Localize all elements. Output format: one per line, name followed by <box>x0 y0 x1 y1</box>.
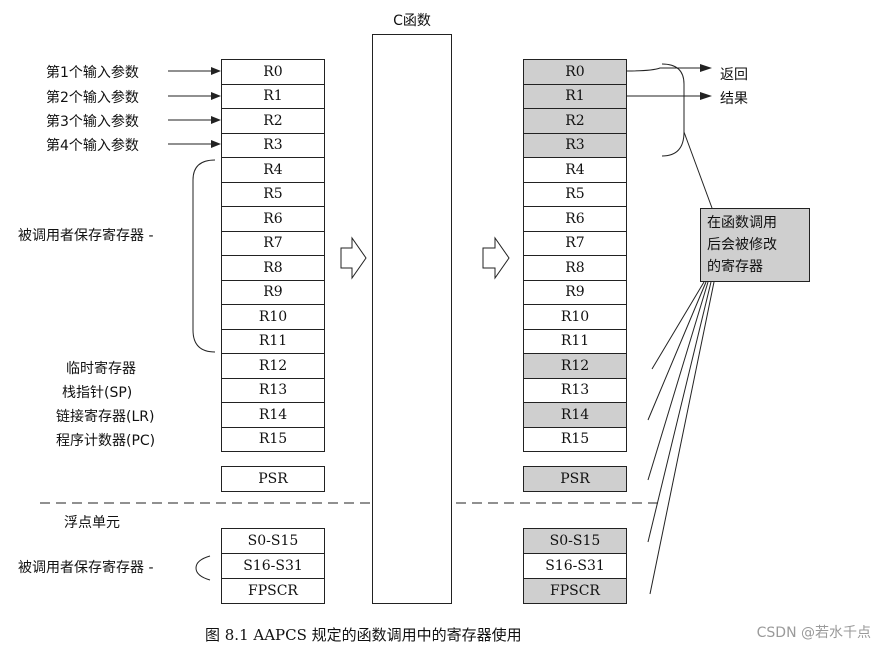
right-register-r2: R2 <box>523 108 627 134</box>
right-register-r9: R9 <box>523 279 627 305</box>
note-pointer-line-brace <box>683 131 713 209</box>
left-register-r15: R15 <box>221 426 325 452</box>
left-register-r1: R1 <box>221 83 325 109</box>
right-fpu-register-0: S0-S15 <box>523 528 627 554</box>
left-fpu-register-0: S0-S15 <box>221 528 325 554</box>
input-param-label-2: 第2个输入参数 <box>46 90 139 106</box>
left-register-r14: R14 <box>221 402 325 428</box>
transfer-arrow-left <box>340 236 367 280</box>
right-register-r14: R14 <box>523 402 627 428</box>
input-param-label-1: 第1个输入参数 <box>46 65 139 81</box>
right-register-r4: R4 <box>523 157 627 183</box>
right-register-r1: R1 <box>523 83 627 109</box>
result-label: 结果 <box>720 91 748 107</box>
right-register-r8: R8 <box>523 255 627 281</box>
left-register-psr: PSR <box>221 466 325 492</box>
fpu-section-label: 浮点单元 <box>64 515 120 531</box>
return-arrow-head-2 <box>700 92 712 100</box>
c-function-title: C函数 <box>393 13 431 29</box>
right-register-r6: R6 <box>523 206 627 232</box>
left-register-r9: R9 <box>221 279 325 305</box>
right-register-r12: R12 <box>523 353 627 379</box>
right-register-psr: PSR <box>523 466 627 492</box>
note-pointer-line-4 <box>647 281 712 543</box>
fpu-callee-saved-label: 被调用者保存寄存器 - <box>18 560 154 576</box>
note-line-2: 后会被修改 <box>707 237 777 253</box>
note-pointer-line-5 <box>649 281 715 595</box>
right-register-r0: R0 <box>523 59 627 85</box>
note-pointer-line-2 <box>647 281 707 421</box>
right-register-r3: R3 <box>523 132 627 158</box>
left-register-r2: R2 <box>221 108 325 134</box>
modified-registers-note: 在函数调用 后会被修改 的寄存器 <box>700 208 810 282</box>
note-line-3: 的寄存器 <box>707 259 763 275</box>
return-label: 返回 <box>720 67 748 83</box>
figure-caption: 图 8.1 AAPCS 规定的函数调用中的寄存器使用 <box>205 626 522 644</box>
special-register-label-2: 栈指针(SP) <box>62 385 133 401</box>
left-register-r12: R12 <box>221 353 325 379</box>
special-register-label-1: 临时寄存器 <box>66 361 136 377</box>
right-fpu-register-2: FPSCR <box>523 578 627 604</box>
c-function-box <box>372 34 452 604</box>
special-register-label-3: 链接寄存器(LR) <box>56 409 155 425</box>
note-pointer-line-3 <box>647 281 709 481</box>
left-register-r3: R3 <box>221 132 325 158</box>
return-arrow-line-1 <box>626 67 700 72</box>
param-arrow-head-4 <box>211 140 221 148</box>
left-register-r0: R0 <box>221 59 325 85</box>
left-register-r4: R4 <box>221 157 325 183</box>
right-register-r10: R10 <box>523 304 627 330</box>
callee-saved-brace <box>192 159 216 353</box>
note-pointer-line-1 <box>651 281 705 370</box>
param-arrow-head-2 <box>211 92 221 100</box>
param-arrow-head-1 <box>211 67 221 75</box>
left-register-r10: R10 <box>221 304 325 330</box>
left-register-r7: R7 <box>221 230 325 256</box>
fpu-callee-saved-brace <box>195 555 211 581</box>
input-param-label-3: 第3个输入参数 <box>46 114 139 130</box>
right-register-r5: R5 <box>523 181 627 207</box>
left-register-r13: R13 <box>221 377 325 403</box>
left-fpu-register-1: S16-S31 <box>221 553 325 579</box>
transfer-arrow-right <box>482 236 510 280</box>
right-register-r11: R11 <box>523 328 627 354</box>
left-fpu-register-2: FPSCR <box>221 578 325 604</box>
left-register-r6: R6 <box>221 206 325 232</box>
callee-saved-label: 被调用者保存寄存器 - <box>18 228 154 244</box>
left-register-r8: R8 <box>221 255 325 281</box>
watermark: CSDN @若水千点 <box>756 625 871 641</box>
left-register-r5: R5 <box>221 181 325 207</box>
input-param-label-4: 第4个输入参数 <box>46 138 139 154</box>
param-arrow-head-3 <box>211 116 221 124</box>
modified-registers-brace <box>661 63 685 157</box>
right-register-r13: R13 <box>523 377 627 403</box>
special-register-label-4: 程序计数器(PC) <box>56 433 156 449</box>
left-register-r11: R11 <box>221 328 325 354</box>
note-line-1: 在函数调用 <box>707 215 777 231</box>
right-fpu-register-1: S16-S31 <box>523 553 627 579</box>
return-arrow-head-1 <box>700 64 712 72</box>
right-register-r15: R15 <box>523 426 627 452</box>
right-register-r7: R7 <box>523 230 627 256</box>
